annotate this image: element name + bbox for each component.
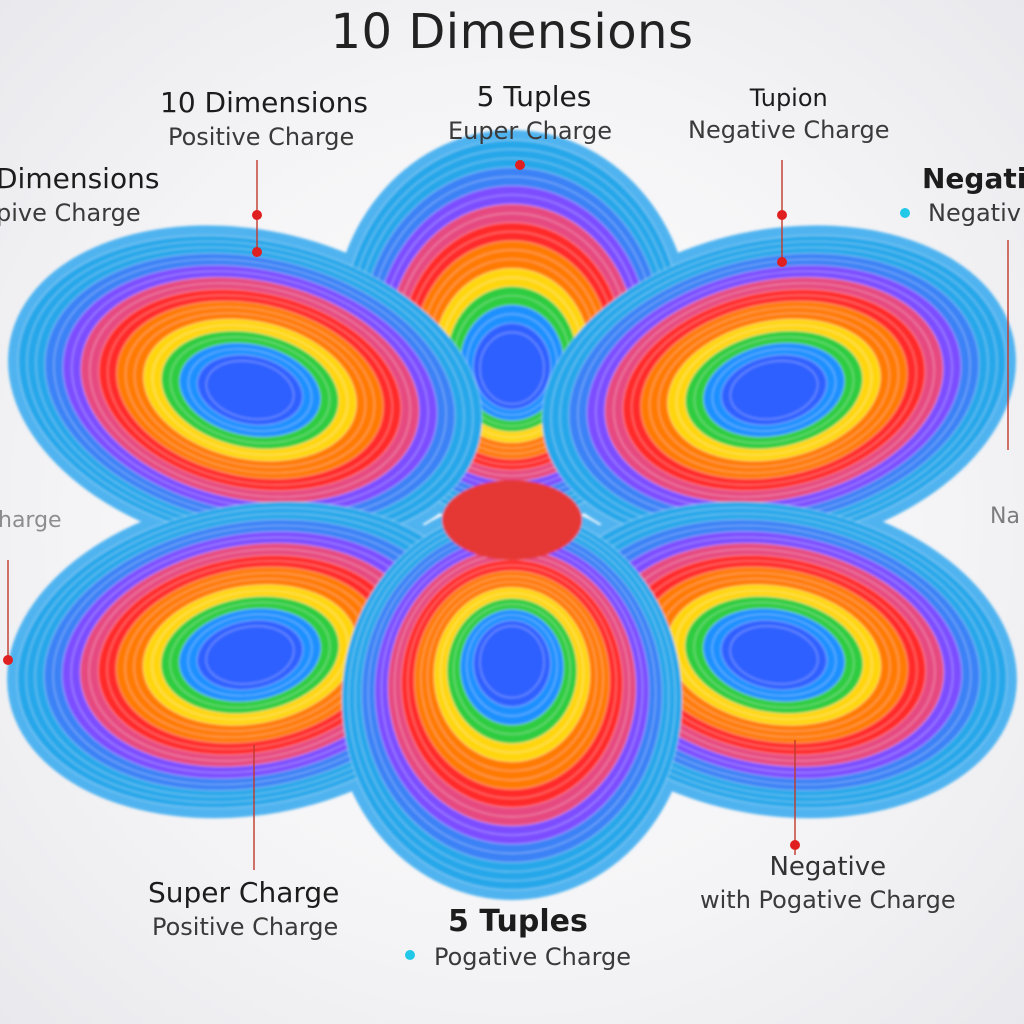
accent-dot xyxy=(900,208,910,218)
label-heading: 5 Tuples xyxy=(448,904,588,939)
rainbow-lobes xyxy=(7,130,1017,900)
label-bottom-center: 5 Tuples Pogative Charge xyxy=(434,904,631,971)
pointer-dot xyxy=(252,210,262,220)
pointer-dot xyxy=(777,257,787,267)
pointer-dot xyxy=(252,247,262,257)
label-heading: 10 Dimensions xyxy=(160,86,368,119)
label-subtext: Positive Charge xyxy=(152,913,339,941)
pointer-dot xyxy=(790,840,800,850)
lobe-ring xyxy=(479,625,545,699)
label-bottom-right: Negative with Pogative Charge xyxy=(700,852,956,914)
lobe-ring xyxy=(205,625,295,685)
lobe-ring xyxy=(729,360,819,420)
label-subtext: with Pogative Charge xyxy=(700,886,956,914)
label-mid-left: harge xyxy=(0,504,62,533)
accent-dot xyxy=(405,950,415,960)
label-subtext: Positive Charge xyxy=(168,123,355,151)
label-heading: Dimensions xyxy=(0,162,160,195)
label-subtext: Pogative Charge xyxy=(434,943,632,971)
label-top-right: Tupion Negative Charge xyxy=(688,84,889,144)
lobe-ring xyxy=(205,360,295,420)
label-subtext: Negative Charge xyxy=(688,116,890,144)
label-heading: Na xyxy=(990,504,1020,529)
label-subtext: harge xyxy=(0,508,62,533)
label-top-left: 10 Dimensions Positive Charge xyxy=(160,86,368,151)
label-subtext: pive Charge xyxy=(0,199,141,227)
lobe-ring xyxy=(729,625,819,685)
label-heading: Tupion xyxy=(749,84,828,112)
label-heading: Super Charge xyxy=(148,876,340,909)
pointer-dot xyxy=(3,655,13,665)
label-subtext: Negativ xyxy=(928,199,1021,227)
label-subtext: Euper Charge xyxy=(448,117,612,145)
pointer-dot xyxy=(777,210,787,220)
label-heading: 5 Tuples xyxy=(476,80,592,113)
page-title: 10 Dimensions xyxy=(330,4,694,60)
label-heading: Negativ xyxy=(922,162,1024,195)
pointer-lines xyxy=(3,160,1009,960)
center-core xyxy=(442,480,582,560)
label-mid-right: Na xyxy=(990,504,1020,529)
label-right-edge: Negativ Negativ xyxy=(922,162,1024,227)
label-left-edge: Dimensions pive Charge xyxy=(0,162,159,227)
label-top-center: 5 Tuples Euper Charge xyxy=(448,80,612,145)
label-bottom-left: Super Charge Positive Charge xyxy=(148,876,339,941)
lobe-ring xyxy=(479,331,545,405)
pointer-dot xyxy=(515,160,525,170)
label-heading: Negative xyxy=(769,852,887,882)
